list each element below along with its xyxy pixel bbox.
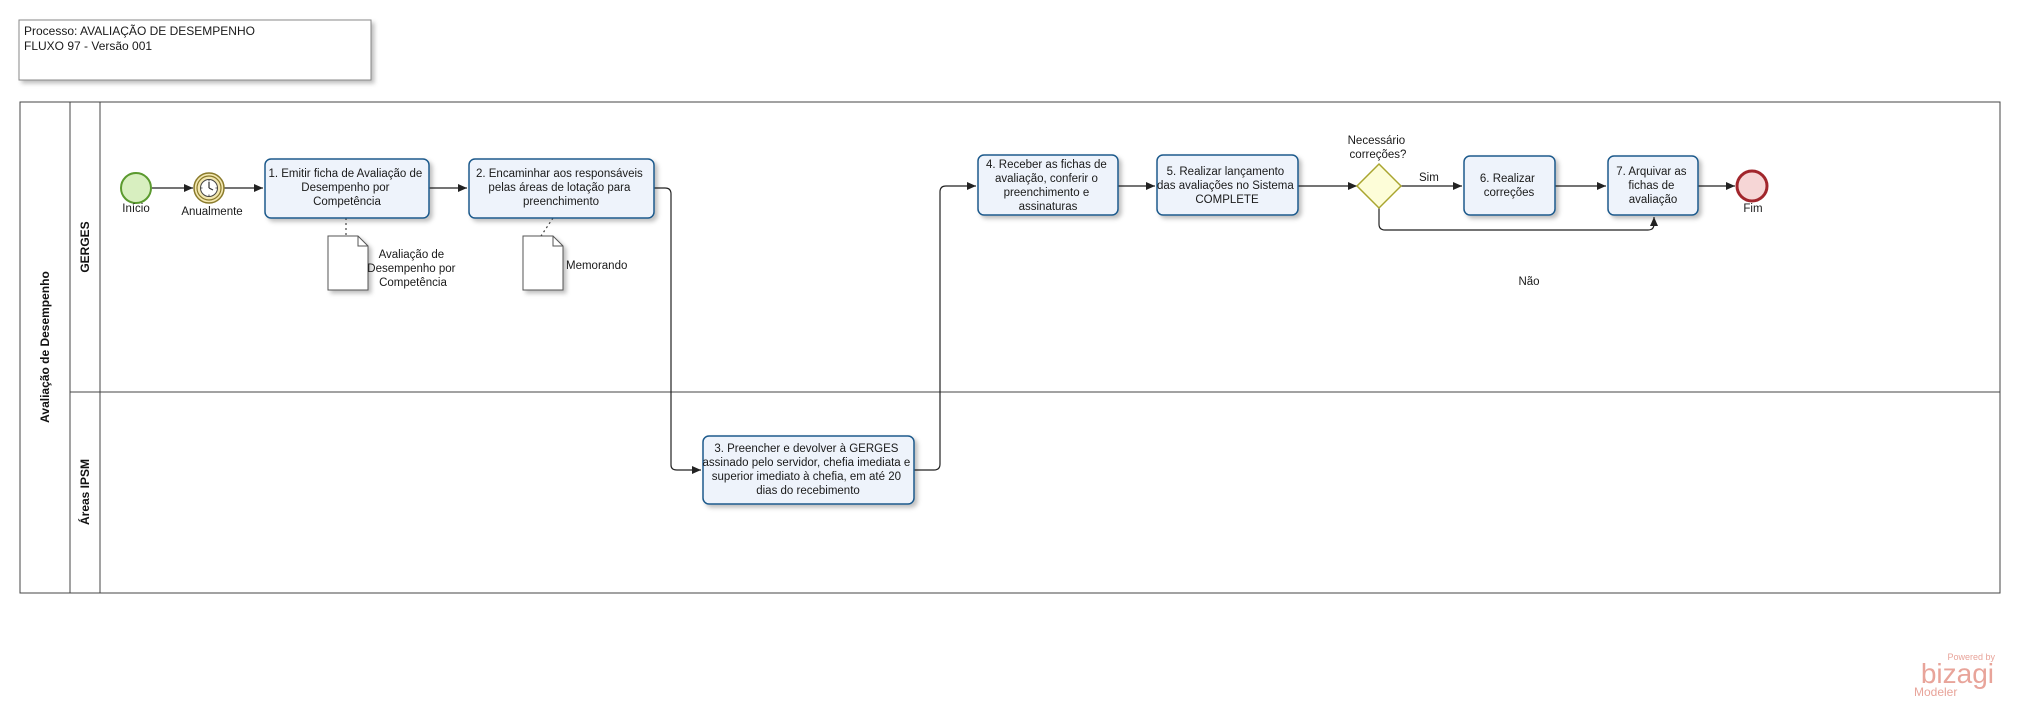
bizagi-logo: Powered by bizagi Modeler [1914,652,1995,699]
flow-gateway-task7-no [1378,208,1658,231]
process-header: Processo: AVALIAÇÃO DE DESEMPENHO FLUXO … [18,19,372,81]
task-2-label: 2. Encaminhar aos responsáveis pelas áre… [476,168,646,208]
task-4-label: 4. Receber as fichas de avaliação, confe… [986,159,1110,213]
gateway-yes-label: Sim [1419,172,1439,184]
task-5-label: 5. Realizar lançamento das avaliações no… [1157,166,1297,206]
document-avaliacao-desempenho[interactable]: Avaliação de Desempenho por Competência [327,235,459,291]
flow-task2-task3 [654,187,701,474]
associations [345,217,554,237]
document-avaliacao-label: Avaliação de Desempenho por Competência [367,249,458,289]
start-event[interactable]: Início [120,172,152,215]
task-1-label: 1. Emitir ficha de Avaliação de Desempen… [268,168,425,208]
lane-label-gerges: GERGES [78,221,92,272]
gateway-question-label: Necessário correções? [1348,135,1409,161]
lane-label-areas-ipsm: Áreas IPSM [77,459,92,525]
sequence-flows [152,182,1735,474]
timer-event[interactable]: Anualmente [181,172,243,218]
gateway-no-label: Não [1518,276,1539,288]
start-event-label: Início [122,203,150,215]
brand-name: bizagi [1921,658,1994,689]
task-3-preencher-devolver[interactable]: 3. Preencher e devolver à GERGES assinad… [702,435,915,505]
task-2-encaminhar[interactable]: 2. Encaminhar aos responsáveis pelas áre… [468,158,655,219]
pool-label: Avaliação de Desempenho [38,271,52,423]
gateway-necessario-correcoes[interactable]: Necessário correções? Sim Não [1348,135,1540,288]
end-event-label: Fim [1743,203,1762,215]
task-4-receber-fichas[interactable]: 4. Receber as fichas de avaliação, confe… [977,154,1119,216]
powered-by-label: Powered by [1947,652,1995,662]
document-memorando[interactable]: Memorando [522,235,627,291]
task-7-arquivar-fichas[interactable]: 7. Arquivar as fichas de avaliação [1607,155,1699,216]
task-1-emitir-ficha[interactable]: 1. Emitir ficha de Avaliação de Desempen… [264,158,430,219]
flow-task3-task4 [914,182,976,471]
flow-version: FLUXO 97 - Versão 001 [24,39,152,53]
brand-product: Modeler [1914,685,1957,699]
task-7-label: 7. Arquivar as fichas de avaliação [1616,166,1690,206]
task-6-label: 6. Realizar correções [1480,173,1538,199]
task-5-realizar-lancamento[interactable]: 5. Realizar lançamento das avaliações no… [1156,154,1299,216]
timer-event-label: Anualmente [181,206,242,218]
clock-icon [200,179,218,197]
end-event[interactable]: Fim [1735,169,1769,215]
document-memorando-label: Memorando [566,260,627,272]
task-3-label: 3. Preencher e devolver à GERGES assinad… [703,443,914,497]
task-6-realizar-correcoes[interactable]: 6. Realizar correções [1463,155,1556,216]
process-title: Processo: AVALIAÇÃO DE DESEMPENHO [24,24,255,38]
